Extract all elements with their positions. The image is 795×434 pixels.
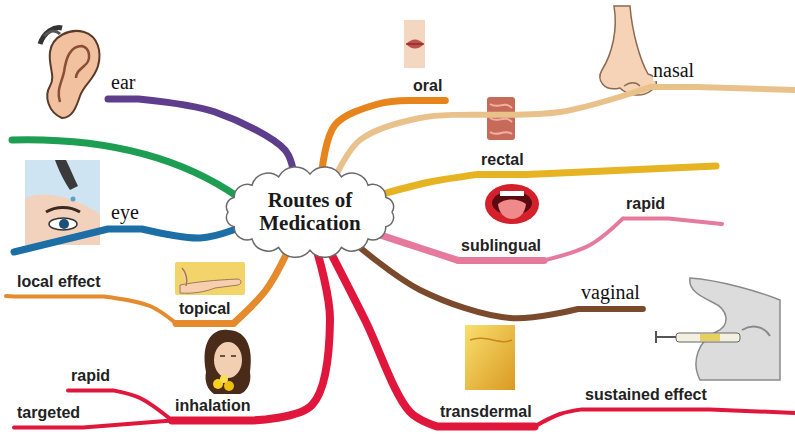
drop — [71, 197, 76, 202]
skin-patch — [465, 325, 515, 390]
skin-crease — [470, 338, 512, 341]
branch-line — [322, 100, 445, 170]
branch-label: inhalation — [172, 396, 254, 420]
body-outline — [690, 278, 780, 380]
lips — [485, 184, 539, 224]
branch-label: ear — [108, 70, 138, 99]
branch-line — [331, 253, 535, 427]
label-text: vaginal — [581, 281, 640, 303]
branch-line — [68, 390, 172, 420]
iris — [59, 219, 69, 229]
nose-picture — [600, 6, 656, 95]
branch-line — [359, 247, 643, 319]
branch-line — [14, 420, 172, 427]
mouth-picture — [404, 20, 425, 68]
nose-shape — [600, 6, 656, 95]
hand-shape — [180, 279, 241, 293]
branch-line — [108, 99, 293, 171]
lip-line — [406, 44, 424, 45]
label-text: ear — [111, 71, 135, 93]
picture-ground — [487, 97, 515, 140]
rectal-picture — [487, 97, 515, 140]
branch-line — [172, 254, 330, 420]
picture-ground — [175, 262, 245, 295]
label-text: inhalation — [175, 397, 251, 414]
branch-label: sublingual — [458, 236, 544, 260]
hair-stroke — [44, 31, 60, 36]
branch-label: rapid — [68, 366, 113, 390]
branch-line — [176, 253, 287, 324]
ear-fold — [59, 46, 89, 102]
applicator — [676, 333, 740, 342]
branch-label: targeted — [14, 403, 83, 427]
label-text: rapid — [626, 195, 665, 212]
label-text: Routes of Medication — [250, 189, 370, 235]
branch-label: vaginal — [578, 280, 643, 309]
label-text: eye — [111, 201, 139, 223]
label-text: nasal — [653, 59, 694, 81]
dropper — [55, 160, 78, 190]
tissue-fold — [490, 104, 512, 134]
closed-eyes — [220, 355, 236, 357]
picture-ground — [404, 20, 425, 68]
label-text: rectal — [481, 151, 524, 168]
eyebrow — [46, 208, 80, 213]
vaginal-picture — [656, 278, 780, 380]
ear-shape — [47, 31, 99, 118]
eyeball — [49, 218, 77, 230]
central-cloud: Routes of Medication — [220, 166, 400, 258]
branch-label: transdermal — [437, 402, 535, 426]
label-text: oral — [413, 77, 442, 94]
face — [214, 342, 242, 378]
branch-line — [544, 218, 722, 260]
nostril — [624, 83, 640, 86]
flower — [220, 375, 228, 383]
teeth — [500, 191, 524, 196]
tongue-picture — [485, 184, 539, 224]
label-text: local effect — [17, 273, 101, 290]
cloud-shape — [226, 167, 393, 257]
tongue — [498, 200, 526, 220]
organ-outline — [742, 327, 770, 336]
branch-line — [381, 235, 544, 260]
branch-label: nasal — [650, 58, 697, 87]
label-text: rapid — [71, 367, 110, 384]
branch-label: rapid — [623, 194, 668, 218]
label-text: topical — [179, 300, 231, 317]
label-text: targeted — [17, 404, 80, 421]
medication — [700, 334, 720, 341]
thumb — [182, 268, 187, 286]
branch-label: topical — [176, 299, 234, 323]
skin-picture — [465, 325, 515, 390]
plunger — [656, 331, 676, 343]
branch-line — [338, 87, 795, 172]
hair — [205, 330, 251, 394]
label-text: transdermal — [440, 403, 532, 420]
branch-label: eye — [108, 200, 142, 229]
branch-line — [14, 229, 233, 252]
branch-label: local effect — [14, 272, 104, 296]
inhaling-woman-picture — [205, 330, 251, 394]
branch-line — [535, 409, 795, 426]
branch-line — [387, 166, 716, 193]
ear-picture — [40, 28, 99, 118]
label-text: sublingual — [461, 237, 541, 254]
lips — [406, 40, 424, 49]
branch-line — [6, 296, 176, 323]
branch-label: sustained effect — [582, 385, 710, 409]
branch-label: oral — [410, 76, 445, 100]
hand-picture — [175, 262, 245, 295]
label-text: sustained effect — [585, 386, 707, 403]
branch-label: rectal — [478, 150, 527, 174]
